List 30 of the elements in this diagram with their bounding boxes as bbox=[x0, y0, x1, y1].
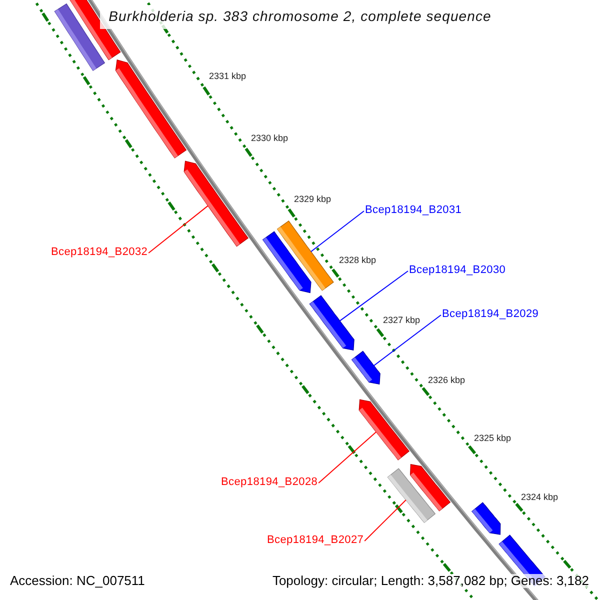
gene-feature bbox=[309, 295, 354, 351]
scale-label: 2329 kbp bbox=[294, 195, 332, 205]
gene-label: Bcep18194_B2027 bbox=[267, 534, 364, 546]
gene-label: Bcep18194_B2030 bbox=[409, 264, 506, 276]
gene-feature bbox=[358, 399, 410, 460]
scale-label: 2325 kbp bbox=[474, 434, 512, 444]
gene-segment bbox=[54, 3, 106, 72]
scale-label: 2331 kbp bbox=[209, 72, 246, 82]
leader-line bbox=[318, 432, 377, 484]
gene-feature bbox=[115, 60, 187, 158]
leader-line bbox=[310, 210, 364, 252]
gene-feature bbox=[351, 350, 380, 385]
scale-label: 2330 kbp bbox=[251, 134, 288, 144]
leader-line bbox=[148, 205, 208, 254]
accession-text: Accession: NC_007511 bbox=[8, 574, 147, 588]
summary-text: Topology: circular; Length: 3,587,082 bp; Genes: 3,182 bbox=[270, 574, 591, 588]
gene-label: Bcep18194_B2032 bbox=[51, 246, 148, 258]
gene-label: Bcep18194_B2031 bbox=[365, 204, 462, 216]
gene-feature bbox=[262, 231, 312, 294]
leader-line bbox=[373, 314, 442, 366]
gene-label: Bcep18194_B2028 bbox=[221, 476, 318, 488]
leader-line bbox=[364, 500, 406, 542]
scale-label: 2326 kbp bbox=[428, 376, 466, 386]
scale-label: 2324 kbp bbox=[521, 493, 558, 503]
gene-label: Bcep18194_B2029 bbox=[442, 308, 539, 320]
gene-feature bbox=[471, 502, 501, 535]
scale-label: 2327 kbp bbox=[383, 316, 420, 326]
gene-segment bbox=[387, 468, 436, 524]
gene-feature bbox=[184, 160, 249, 247]
leader-line bbox=[339, 270, 408, 322]
